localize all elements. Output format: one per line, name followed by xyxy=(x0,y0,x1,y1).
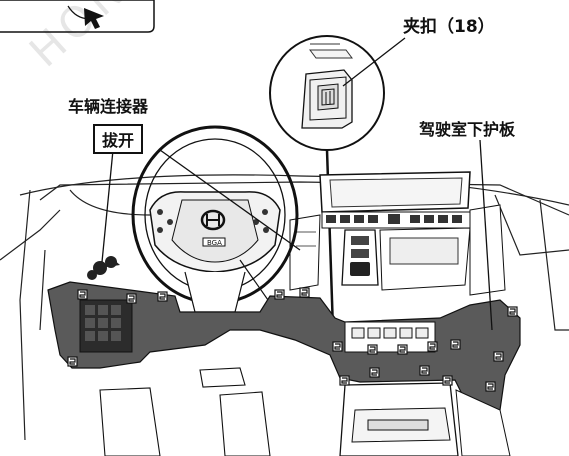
steering-badge: BGA xyxy=(207,239,222,247)
clip-label: 夹扣（18） xyxy=(403,17,495,37)
clip-magnifier-circle xyxy=(269,35,385,151)
cursor-icon xyxy=(84,8,104,29)
vehicle-connector-label: 车辆连接器 xyxy=(68,97,149,116)
connector-harness xyxy=(87,256,120,280)
center-console xyxy=(339,382,511,456)
disconnect-label: 拔开 xyxy=(93,124,144,154)
lower-dash-cover-label: 驾驶室下护板 xyxy=(419,120,516,139)
center-display xyxy=(289,171,506,296)
reference-box xyxy=(0,0,155,33)
steering-wheel: BGA xyxy=(131,125,299,313)
fuse-box xyxy=(79,299,133,353)
floor-mat xyxy=(99,367,271,456)
